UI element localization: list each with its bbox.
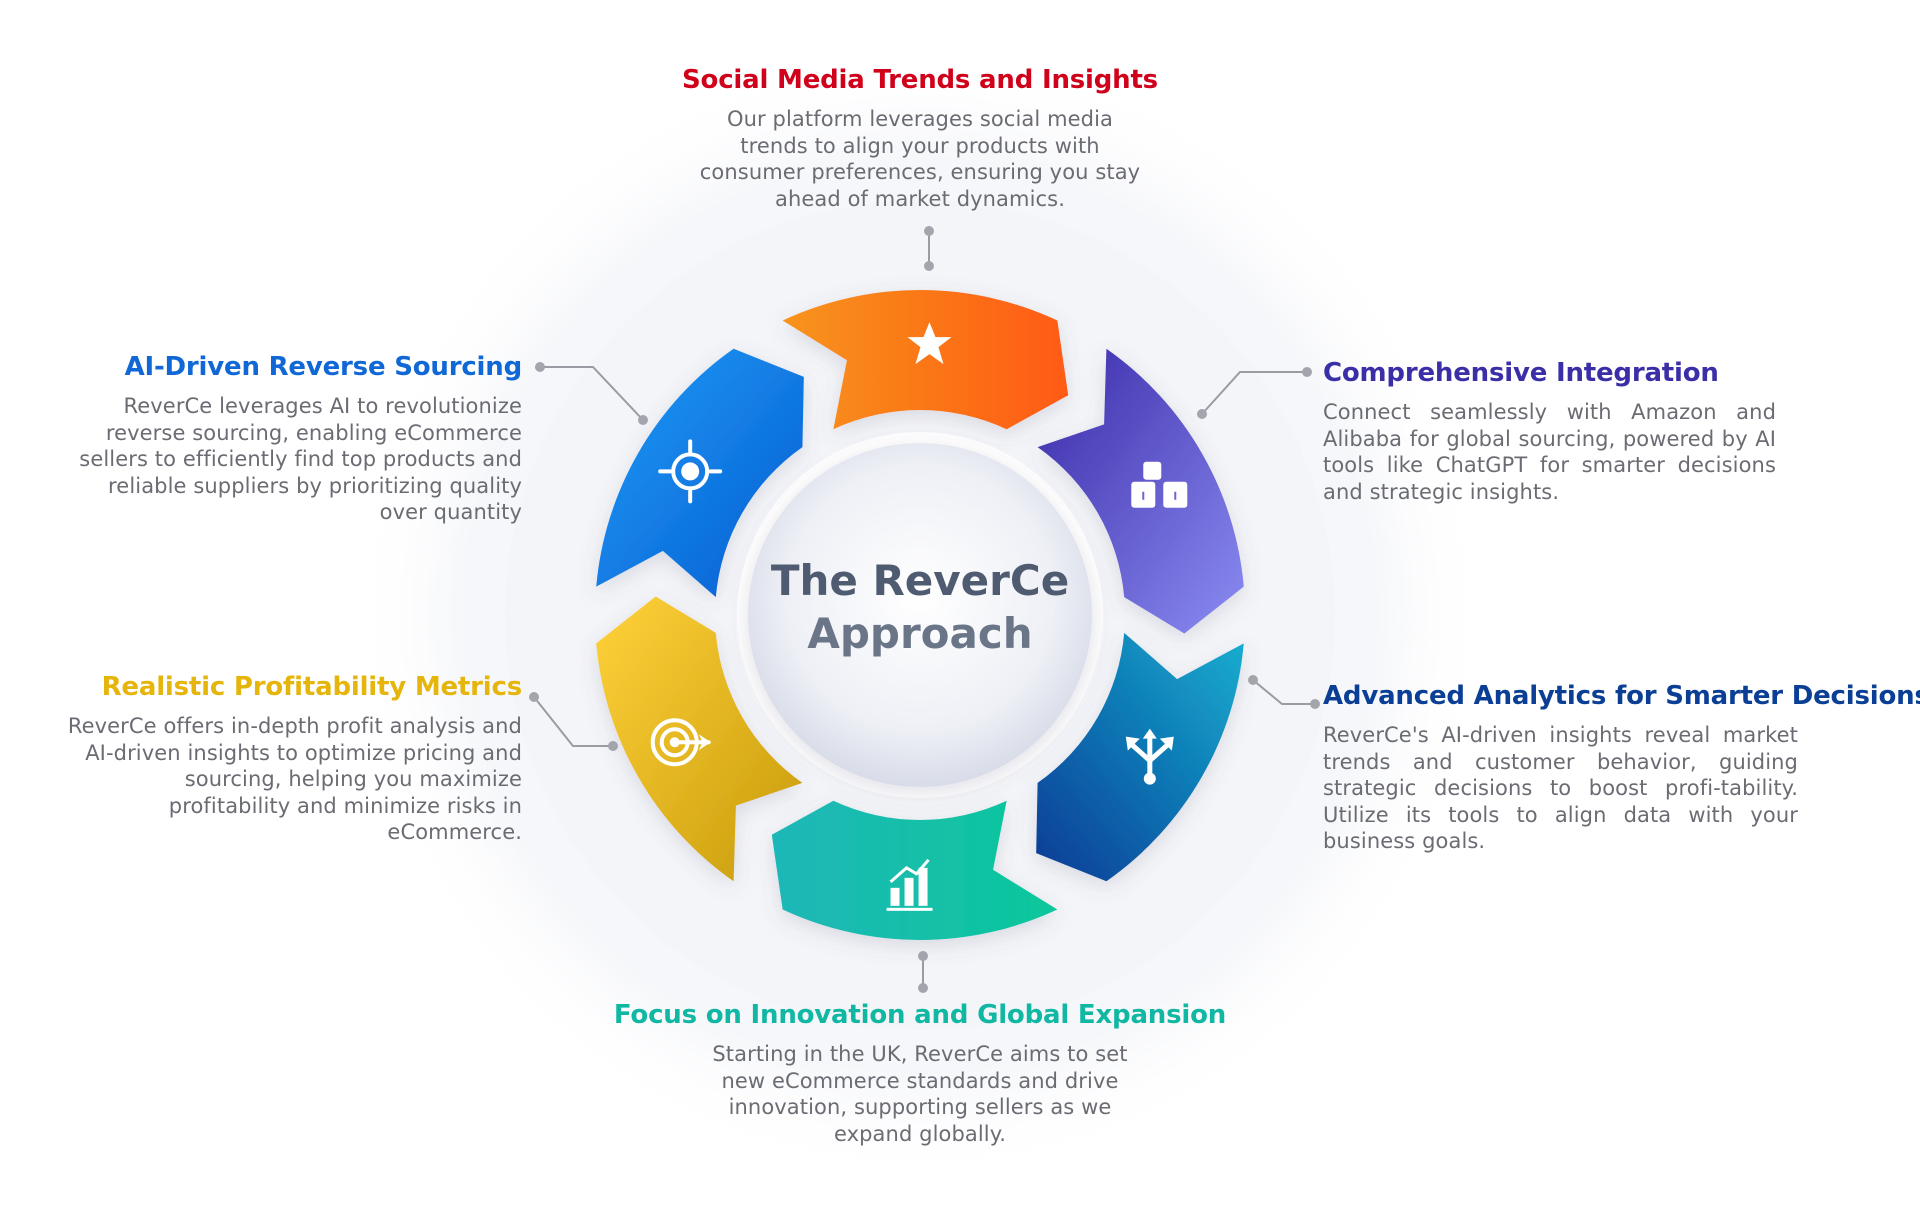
step-title: Social Media Trends and Insights [682, 65, 1158, 95]
connector-dot [1310, 699, 1320, 709]
cycle-segment-innovation [771, 800, 1058, 941]
step-description: Starting in the UK, ReverCe aims to set … [712, 1042, 1128, 1146]
connector-dot [924, 261, 934, 271]
cycle-segment-reverse-sourcing [596, 348, 804, 598]
connector-dot [638, 415, 648, 425]
connector-dot [1197, 409, 1207, 419]
step-analytics: Advanced Analytics for Smarter Decisions… [1323, 681, 1920, 854]
center-title-line1: The ReverCe [770, 556, 1070, 605]
boxes-icon [1131, 461, 1188, 508]
connector-reverse-sourcing [540, 366, 644, 421]
step-title: Focus on Innovation and Global Expansion [613, 1000, 1227, 1030]
connector-dot [918, 951, 928, 961]
step-description: ReverCe's AI-driven insights reveal mark… [1323, 723, 1798, 853]
step-innovation: Focus on Innovation and Global Expansion… [600, 1000, 1240, 1147]
connector-profitability [533, 696, 613, 747]
step-description: Connect seamlessly with Amazon and Aliba… [1323, 400, 1776, 504]
center-title-line2: Approach [807, 608, 1033, 658]
step-title: AI-Driven Reverse Sourcing [124, 352, 523, 382]
split-arrows-icon [1125, 728, 1174, 785]
connector-dot [529, 692, 539, 702]
step-reverse-sourcing: AI-Driven Reverse Sourcing ReverCe lever… [60, 352, 522, 525]
center-title: The ReverCe Approach [720, 555, 1120, 660]
star-icon [907, 322, 952, 365]
step-title: Advanced Analytics for Smarter Decisions [1323, 681, 1920, 711]
step-profitability: Realistic Profitability Metrics ReverCe … [60, 672, 522, 845]
cycle-segment-profitability [596, 596, 803, 882]
center-circle [748, 443, 1092, 787]
step-integration: Comprehensive Integration Connect seamle… [1323, 358, 1776, 505]
step-title: Realistic Profitability Metrics [101, 672, 523, 702]
step-description: ReverCe leverages AI to revolutionize re… [79, 394, 522, 524]
crosshair-icon [658, 439, 723, 504]
connector-dot [924, 226, 934, 236]
cycle-segment-social-media [782, 290, 1069, 430]
connector-dot [1248, 675, 1258, 685]
step-title: Comprehensive Integration [1323, 358, 1719, 388]
bar-growth-icon [886, 858, 933, 911]
connector-integration [1201, 371, 1307, 415]
step-description: ReverCe offers in-depth profit analysis … [67, 714, 522, 844]
connector-dot [608, 741, 618, 751]
connector-dot [918, 983, 928, 993]
step-description: Our platform leverages social media tren… [699, 107, 1141, 211]
step-social-media: Social Media Trends and Insights Our pla… [640, 65, 1200, 212]
connector-dot [535, 362, 545, 372]
cycle-segment-analytics [1036, 632, 1244, 882]
target-arrow-icon [650, 718, 711, 767]
connector-analytics [1252, 679, 1315, 705]
connector-dot [1302, 367, 1312, 377]
